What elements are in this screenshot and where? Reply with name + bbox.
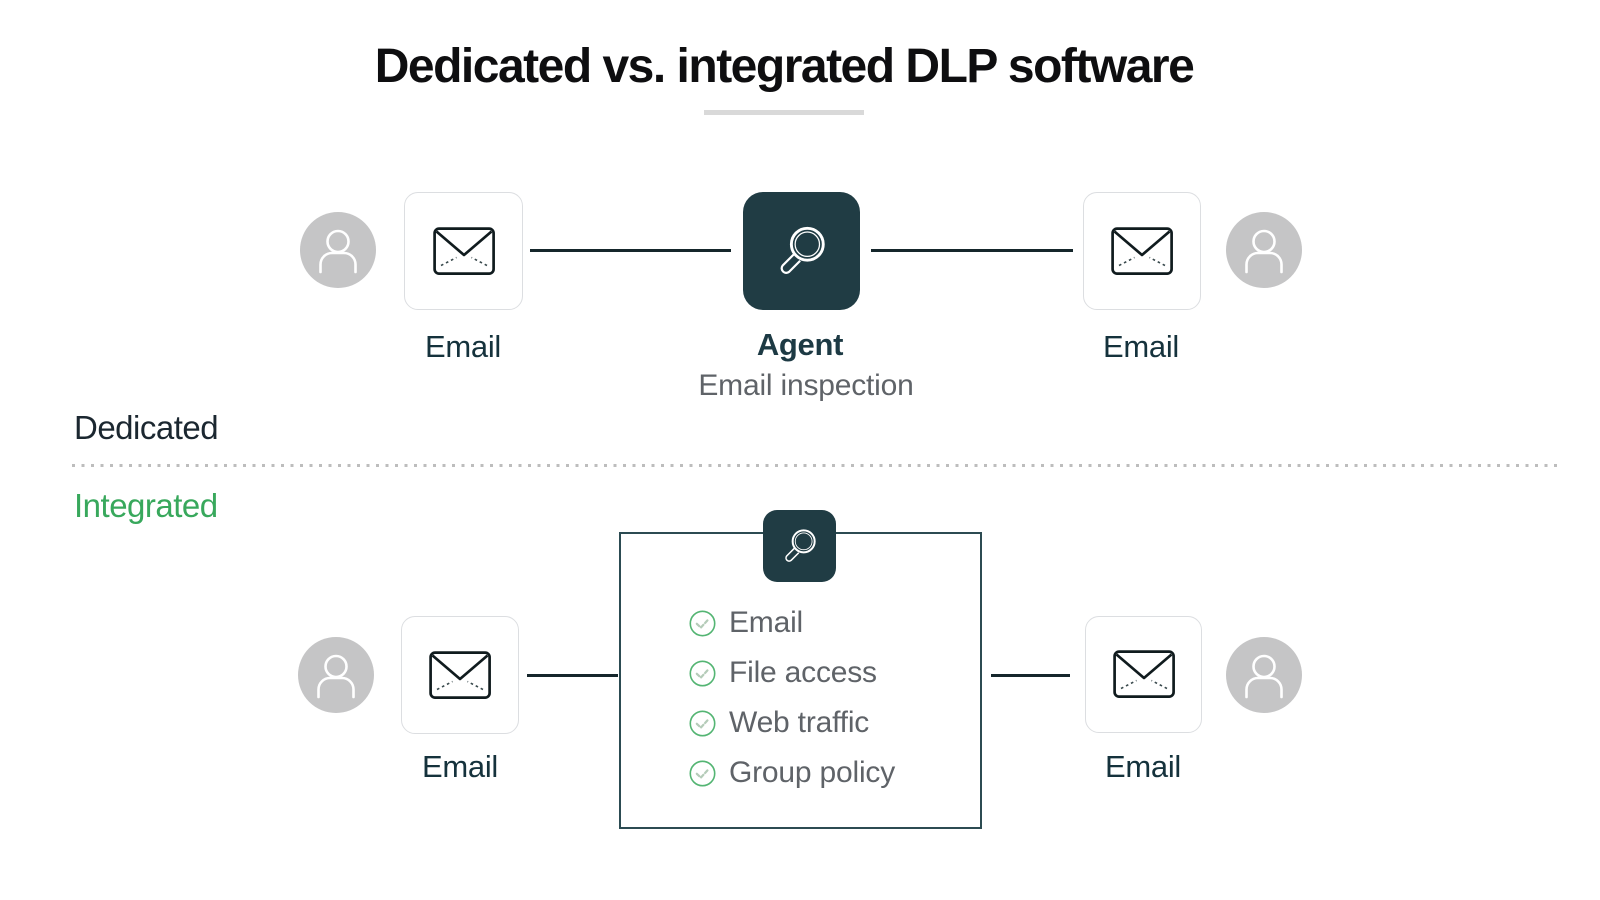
person-icon (1226, 212, 1302, 288)
dotted-divider (72, 464, 1562, 467)
email-node-dedicated-left (404, 192, 523, 310)
page-title: Dedicated vs. integrated DLP software (374, 40, 1195, 93)
email-node-integrated-right (1085, 616, 1202, 733)
checklist-item: Group policy (689, 748, 895, 798)
check-circle-icon (689, 609, 716, 637)
checklist-label: Email (729, 606, 804, 639)
magnifier-icon (779, 226, 825, 275)
checklist-item: Web traffic (689, 698, 869, 748)
envelope-icon (429, 650, 491, 699)
email-node-dedicated-right (1083, 192, 1201, 310)
checklist-label: Web traffic (729, 706, 870, 739)
title-underline (704, 110, 864, 115)
agent-label: Agent (756, 327, 844, 362)
check-circle-icon (689, 709, 716, 737)
agent-node (743, 192, 860, 310)
integrated-agent-tab (763, 510, 836, 582)
checklist-label: Group policy (729, 756, 896, 789)
connector-line (530, 249, 731, 252)
connector-line (871, 249, 1073, 252)
checklist-item: File access (689, 648, 877, 698)
envelope-icon (1111, 226, 1173, 275)
email-label-integrated-right: Email (1104, 749, 1181, 784)
section-label-dedicated: Dedicated (74, 409, 219, 446)
connector-line (527, 674, 618, 677)
email-label-dedicated-right: Email (1102, 329, 1179, 364)
agent-sublabel: Email inspection (698, 369, 914, 402)
checklist-label: File access (729, 656, 877, 689)
connector-line (991, 674, 1070, 677)
email-label-integrated-left: Email (421, 749, 498, 784)
person-icon (300, 212, 376, 288)
email-node-integrated-left (401, 616, 519, 734)
magnifier-icon (784, 529, 816, 563)
checklist-item: Email (689, 598, 803, 648)
check-circle-icon (689, 659, 716, 687)
email-label-dedicated-left: Email (424, 329, 501, 364)
person-icon (298, 637, 374, 713)
person-icon (1226, 637, 1302, 713)
section-label-integrated: Integrated (74, 487, 218, 524)
check-circle-icon (689, 759, 716, 787)
envelope-icon (432, 226, 495, 275)
envelope-icon (1112, 650, 1175, 698)
